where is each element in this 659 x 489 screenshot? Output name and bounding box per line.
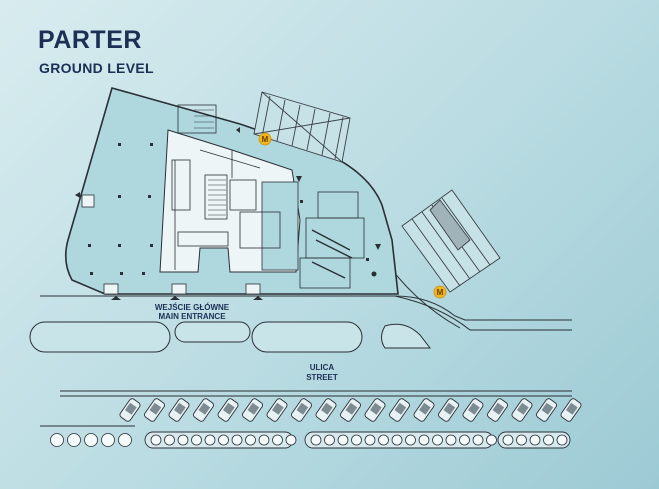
tree [177, 434, 189, 446]
metro-canopy-north [253, 91, 351, 163]
entrance-label-en: MAIN ENTRANCE [158, 312, 226, 321]
tree [231, 434, 243, 446]
tree [556, 434, 568, 446]
parked-car [266, 398, 288, 422]
tree [191, 434, 202, 446]
parked-car [438, 398, 459, 422]
parked-car [511, 398, 533, 422]
tree [50, 433, 64, 447]
metro-marker-north: M [258, 132, 272, 146]
svg-text:M: M [262, 135, 269, 144]
tree [337, 434, 349, 446]
building-footprint [64, 87, 399, 300]
tree [218, 434, 229, 446]
parked-car [413, 398, 435, 422]
tree [351, 434, 362, 446]
tree [84, 433, 98, 447]
parked-car [364, 398, 386, 422]
traffic-islands [29, 321, 432, 353]
parked-car [119, 398, 141, 422]
tree [529, 434, 541, 446]
tree [472, 434, 484, 446]
road-lines [40, 249, 572, 427]
parked-car [168, 398, 190, 422]
tree-row [50, 431, 571, 449]
tree [245, 434, 256, 446]
street-label-en: STREET [306, 373, 338, 382]
tree [164, 434, 175, 446]
tree [258, 434, 270, 446]
parked-car [487, 398, 508, 422]
parked-car [462, 398, 484, 422]
parked-car [389, 398, 410, 422]
street-label-pl: ULICA [310, 363, 335, 372]
parked-car [193, 398, 214, 422]
tree [310, 434, 322, 446]
svg-text:M: M [437, 288, 444, 297]
tree [459, 434, 470, 446]
tree [324, 434, 335, 446]
page-title: PARTER [38, 26, 142, 54]
tree [418, 434, 430, 446]
tree [445, 434, 457, 446]
tree [391, 434, 403, 446]
tree [364, 434, 376, 446]
tree [405, 434, 416, 446]
parked-car [291, 398, 312, 422]
metro-canopy-east [401, 189, 501, 293]
tree [516, 434, 527, 446]
parked-cars [119, 398, 582, 422]
parked-car [560, 398, 582, 422]
tree [204, 434, 216, 446]
tree [502, 434, 514, 446]
tree [378, 434, 389, 446]
page-subtitle: GROUND LEVEL [39, 60, 154, 76]
tree [118, 433, 132, 447]
metro-marker-east: M [433, 285, 447, 299]
tree [486, 434, 497, 446]
tree [272, 434, 283, 446]
entry-arrows [75, 127, 381, 300]
tree [101, 433, 115, 447]
parked-car [242, 398, 263, 422]
tree [543, 434, 554, 446]
tree [432, 434, 443, 446]
entrance-label-pl: WEJŚCIE GŁÓWNE [155, 303, 230, 312]
parked-car [144, 398, 165, 422]
columns [88, 143, 369, 275]
tree [150, 434, 162, 446]
parked-car [217, 398, 239, 422]
parked-car [315, 398, 337, 422]
parked-car [536, 398, 557, 422]
tree [67, 433, 81, 447]
parked-car [340, 398, 361, 422]
tree [285, 434, 297, 446]
